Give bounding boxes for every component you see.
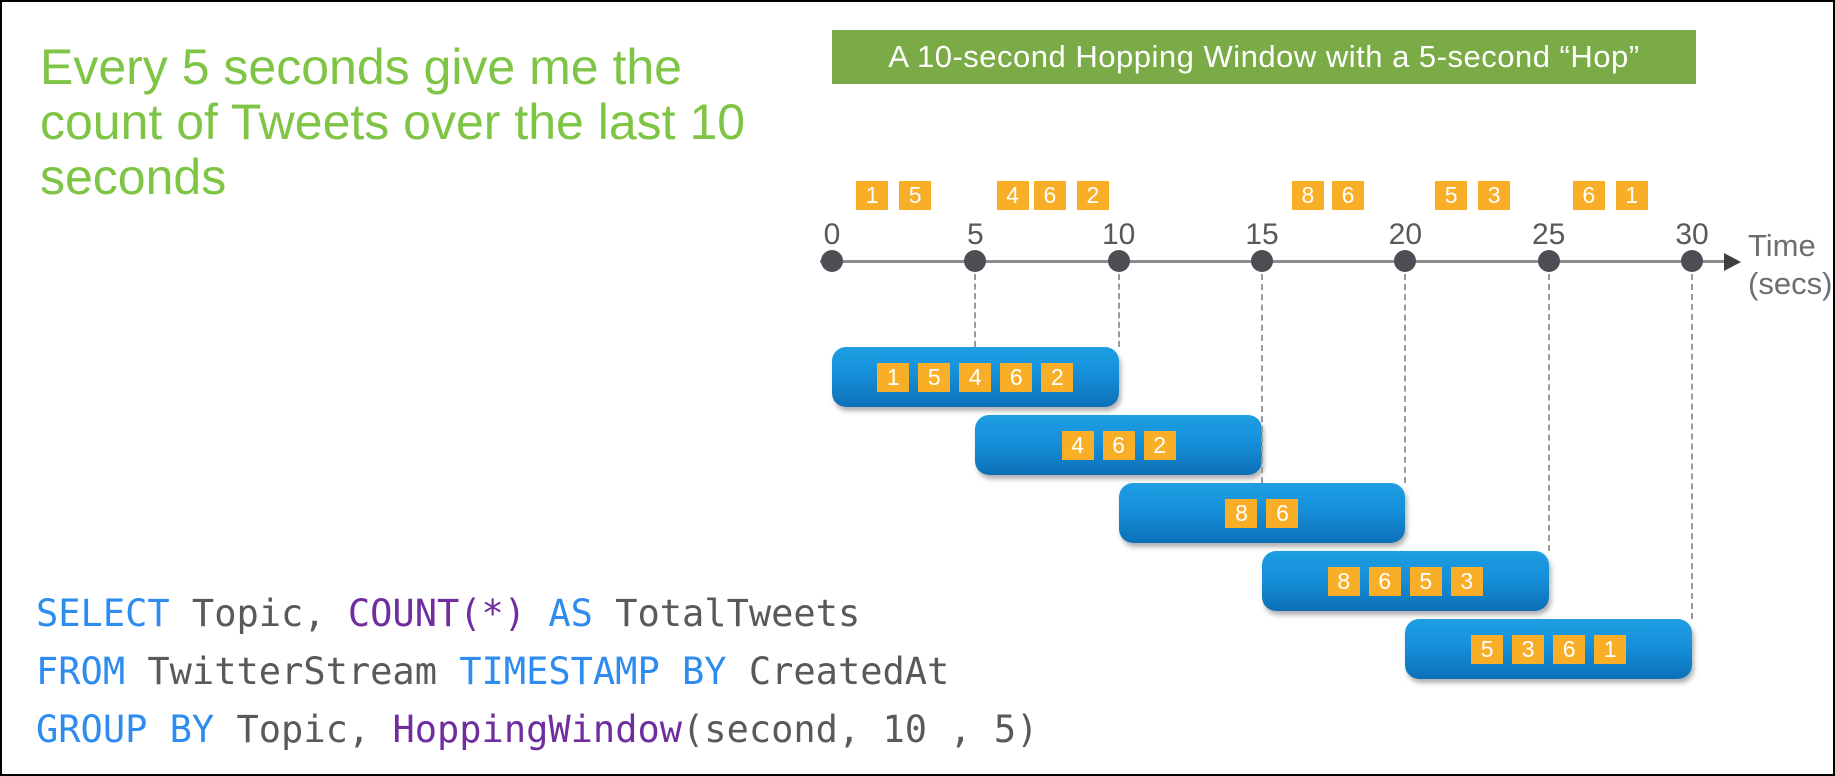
tick-dot-30	[1681, 250, 1703, 272]
tick-dot-5	[964, 250, 987, 272]
window-event-chip: 3	[1512, 634, 1545, 664]
dashed-dropline-30	[1691, 274, 1693, 619]
sql-token-fn: COUNT(*)	[347, 592, 527, 635]
stream-event-chip: 5	[899, 181, 932, 210]
sql-token-kw: FROM	[36, 650, 126, 693]
tick-label-30: 30	[1675, 218, 1709, 251]
sql-token-kw: TIMESTAMP BY	[459, 650, 727, 693]
window-event-chip: 8	[1327, 566, 1360, 596]
sql-token-kw: GROUP BY	[36, 708, 215, 751]
tick-label-25: 25	[1531, 218, 1566, 251]
dashed-dropline-20	[1404, 274, 1407, 483]
dashed-dropline-10	[1117, 274, 1120, 347]
tick-label-15: 15	[1245, 218, 1279, 251]
window-event-chip: 5	[1409, 566, 1442, 596]
sql-line: FROM TwitterStream TIMESTAMP BY CreatedA…	[36, 643, 1038, 701]
window-event-chip: 2	[1041, 362, 1074, 392]
timeline-arrow-icon	[1724, 253, 1741, 271]
axis-caption-secs: (secs)	[1748, 266, 1833, 301]
dashed-dropline-5	[974, 274, 977, 347]
sql-token-plain: (second, 10 , 5)	[682, 708, 1039, 751]
stream-event-chip: 1	[856, 181, 889, 210]
window-event-chip: 2	[1143, 430, 1176, 460]
tick-label-10: 10	[1101, 218, 1136, 251]
window-event-chip: 6	[1368, 566, 1401, 596]
stream-event-chip: 1	[1615, 181, 1648, 210]
dashed-dropline-15	[1261, 274, 1263, 483]
window-event-chip: 3	[1450, 566, 1483, 596]
window-event-chip: 8	[1225, 498, 1258, 528]
window-event-chip: 6	[1000, 362, 1033, 392]
sql-token-fn: HoppingWindow	[392, 708, 683, 751]
heading-line: Every 5 seconds give me the	[40, 39, 682, 95]
tick-dot-0	[821, 250, 843, 272]
sql-token-kw: AS	[526, 592, 616, 635]
dashed-dropline-25	[1547, 274, 1550, 551]
stream-event-chip: 4	[996, 181, 1029, 210]
stream-event-chip: 6	[1572, 181, 1605, 210]
tick-dot-20	[1394, 250, 1417, 272]
heading-line: count of Tweets over the last 10	[40, 94, 746, 150]
stream-event-chip: 2	[1076, 181, 1109, 210]
tick-label-20: 20	[1388, 218, 1423, 251]
heading-line: seconds	[40, 149, 227, 205]
slide-heading: Every 5 seconds give me the count of Twe…	[40, 40, 780, 205]
sql-token-plain: CreatedAt	[726, 650, 950, 693]
window-event-chip: 1	[877, 362, 910, 392]
window-event-chip: 1	[1594, 634, 1627, 664]
sql-line: GROUP BY Topic, HoppingWindow(second, 10…	[36, 701, 1038, 759]
axis-caption-time: Time	[1748, 228, 1816, 263]
window-event-chip: 5	[1471, 634, 1504, 664]
window-event-chip: 6	[1553, 634, 1586, 664]
tick-dot-25	[1537, 250, 1560, 272]
sql-token-plain: Topic,	[214, 708, 393, 751]
tick-dot-15	[1251, 250, 1273, 272]
stream-event-chip: 6	[1332, 181, 1364, 210]
sql-token-plain: Topic,	[169, 592, 348, 635]
title-banner: A 10-second Hopping Window with a 5-seco…	[832, 30, 1696, 84]
tick-dot-10	[1107, 250, 1130, 272]
window-event-chip: 4	[1061, 430, 1094, 460]
stream-event-chip: 8	[1291, 181, 1324, 210]
stream-event-chip: 3	[1478, 181, 1511, 210]
sql-token-plain: TwitterStream	[125, 650, 460, 693]
sql-line: SELECT Topic, COUNT(*) AS TotalTweets	[36, 585, 1038, 643]
stream-event-chip: 5	[1435, 181, 1468, 210]
window-event-chip: 5	[918, 362, 951, 392]
tick-label-5: 5	[966, 218, 984, 251]
sql-token-plain: TotalTweets	[615, 592, 861, 635]
stream-event-chip: 6	[1033, 181, 1066, 210]
sql-token-kw: SELECT	[36, 592, 170, 635]
window-event-chip: 4	[959, 362, 992, 392]
window-event-chip: 6	[1102, 430, 1135, 460]
tick-label-0: 0	[823, 218, 841, 251]
window-event-chip: 6	[1266, 498, 1299, 528]
